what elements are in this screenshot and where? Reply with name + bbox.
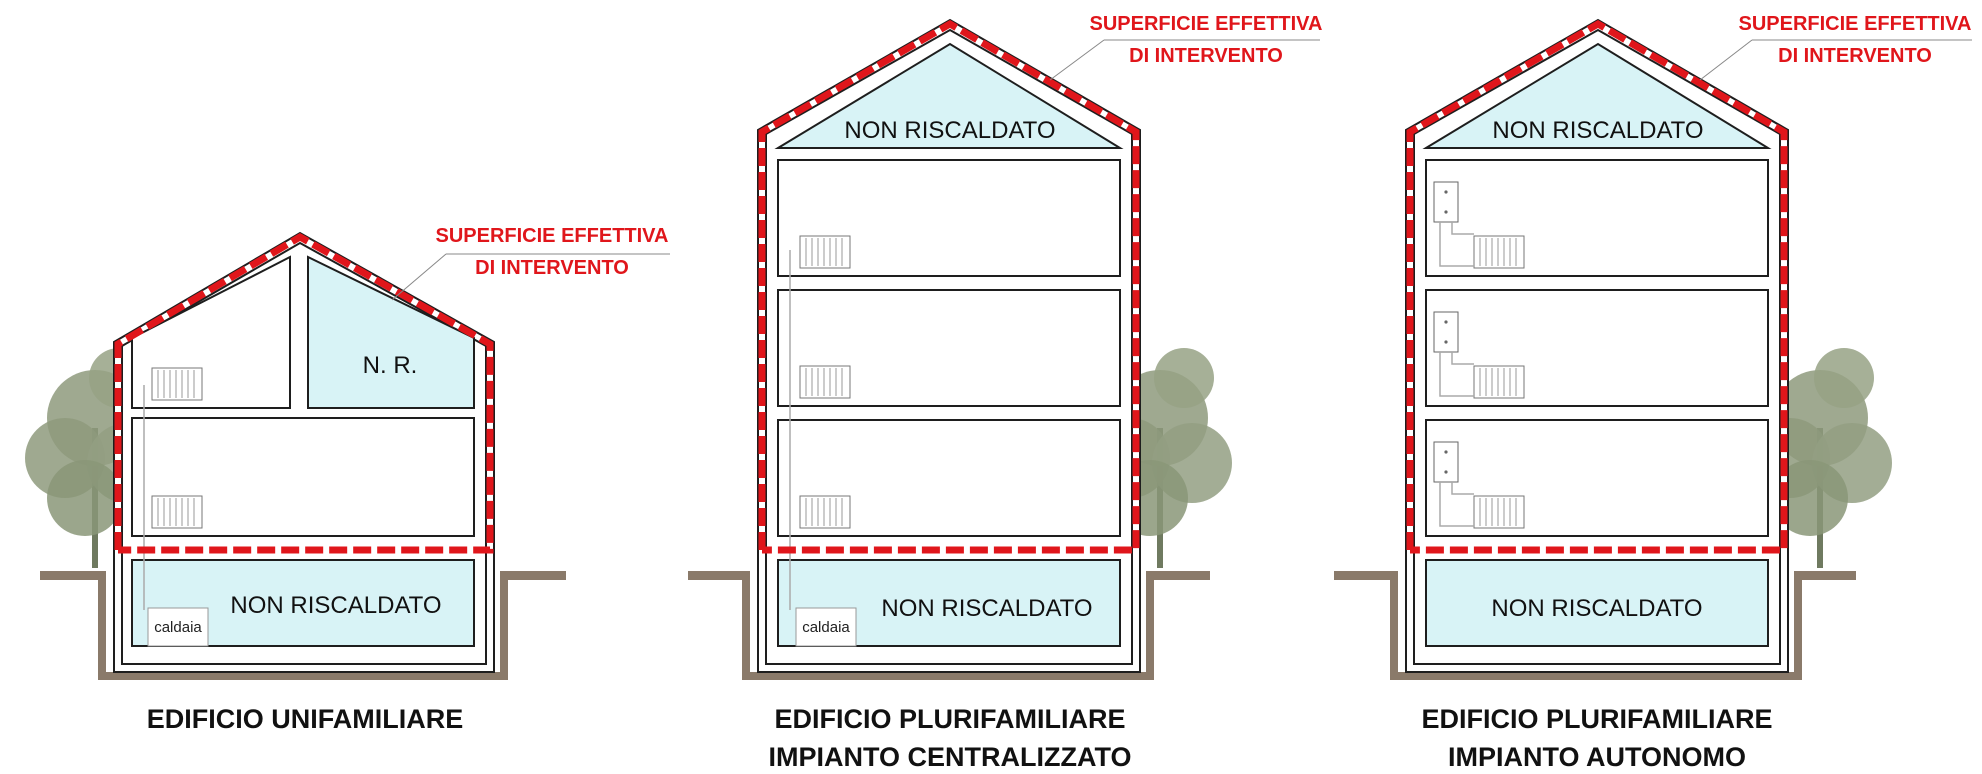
caption-line2: IMPIANTO AUTONOMO xyxy=(1448,742,1746,772)
wall-boiler-icon xyxy=(1433,181,1459,223)
callout-line2: DI INTERVENTO xyxy=(475,257,629,279)
attic-label: NON RISCALDATO xyxy=(844,117,1055,144)
radiator-icon xyxy=(799,365,851,399)
callout-line2: DI INTERVENTO xyxy=(1778,45,1932,67)
boiler-label: caldaia xyxy=(802,619,850,636)
attic-unheated-room xyxy=(307,255,475,409)
boiler-label: caldaia xyxy=(154,619,202,636)
basement-label: NON RISCALDATO xyxy=(230,592,441,619)
radiator-icon xyxy=(151,495,203,529)
envelope-effective-surface xyxy=(758,19,1140,554)
callout-line1: SUPERFICIE EFFETTIVA xyxy=(1090,13,1323,35)
radiator-icon xyxy=(1473,495,1525,529)
callout-line1: SUPERFICIE EFFETTIVA xyxy=(1739,13,1972,35)
building-plurifamiliare-centralizzato: NON RISCALDATO NON RISCALDATO caldaia SU… xyxy=(688,13,1322,772)
caption-line1: EDIFICIO UNIFAMILIARE xyxy=(147,704,464,734)
radiator-icon xyxy=(799,495,851,529)
building-unifamiliare: N. R. NON RISCALDATO caldaia SUPERFICIE … xyxy=(25,225,670,734)
attic-unheated-room xyxy=(774,42,1124,149)
caption-line1: EDIFICIO PLURIFAMILIARE xyxy=(1422,704,1773,734)
caption-line1: EDIFICIO PLURIFAMILIARE xyxy=(775,704,1126,734)
basement-unheated-room xyxy=(1425,559,1769,647)
callout-line1: SUPERFICIE EFFETTIVA xyxy=(436,225,669,247)
envelope-effective-surface xyxy=(1406,19,1788,554)
attic-label: NON RISCALDATO xyxy=(1492,117,1703,144)
caption-line2: IMPIANTO CENTRALIZZATO xyxy=(769,742,1132,772)
radiator-icon xyxy=(1473,365,1525,399)
envelope-effective-surface xyxy=(114,232,494,554)
radiator-icon xyxy=(799,235,851,269)
building-plurifamiliare-autonomo: NON RISCALDATO NON RISCALDATO SUPERFICIE… xyxy=(1334,13,1972,772)
basement-label: NON RISCALDATO xyxy=(881,595,1092,622)
wall-boiler-icon xyxy=(1433,441,1459,483)
radiator-icon xyxy=(1473,235,1525,269)
callout-line2: DI INTERVENTO xyxy=(1129,45,1283,67)
radiator-icon xyxy=(151,367,203,401)
attic-unheated-room xyxy=(1422,42,1772,149)
attic-label: N. R. xyxy=(363,352,418,379)
basement-label: NON RISCALDATO xyxy=(1491,595,1702,622)
wall-boiler-icon xyxy=(1433,311,1459,353)
